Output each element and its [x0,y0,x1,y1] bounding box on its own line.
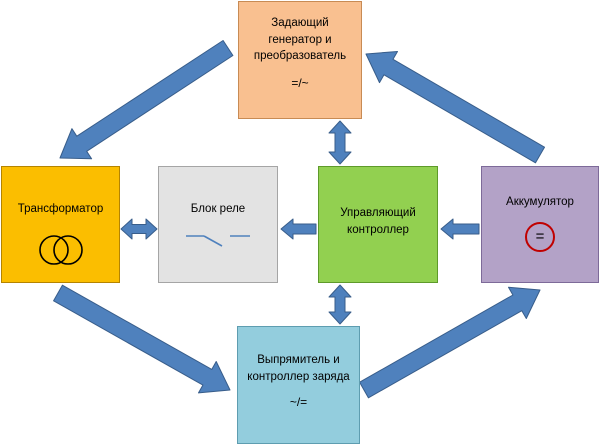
transformer-label: Трансформатор [17,203,104,215]
rectifier-symbol: ~/= [289,395,308,410]
relay-label: Блок реле [190,203,246,215]
generator-label: Задающий генератор и преобразователь [253,17,347,63]
generator-symbol: =/~ [291,76,309,91]
arrow-controller-to-relay [280,218,317,240]
arrow-battery-to-generator [365,51,545,164]
arrow-transformer-to-rectifier [53,284,231,394]
rectifier-block: Выпрямитель и контроллер заряда ~/= [237,326,360,444]
transformer-block: Трансформатор [1,166,120,283]
controller-block: Управляющий контроллер [318,166,438,283]
transformer-icon [38,234,83,265]
arrow-rectifier-to-battery [359,286,541,399]
battery-symbol: = [535,228,545,246]
battery-block: Аккумулятор = [481,166,599,283]
rectifier-label: Выпрямитель и контроллер заряда [247,354,350,383]
arrow-controller-rectifier [328,284,352,325]
generator-block: Задающий генератор и преобразователь =/~ [238,1,362,119]
relay-switch-icon [186,234,250,247]
relay-block: Блок реле [158,166,278,283]
controller-label: Управляющий контроллер [340,207,416,236]
arrow-generator-to-transformer [59,40,234,160]
battery-label: Аккумулятор [506,196,574,208]
battery-icon: = [525,221,555,252]
arrow-battery-to-controller [440,218,480,240]
arrow-generator-controller [328,120,352,165]
arrow-transformer-relay [120,218,158,240]
